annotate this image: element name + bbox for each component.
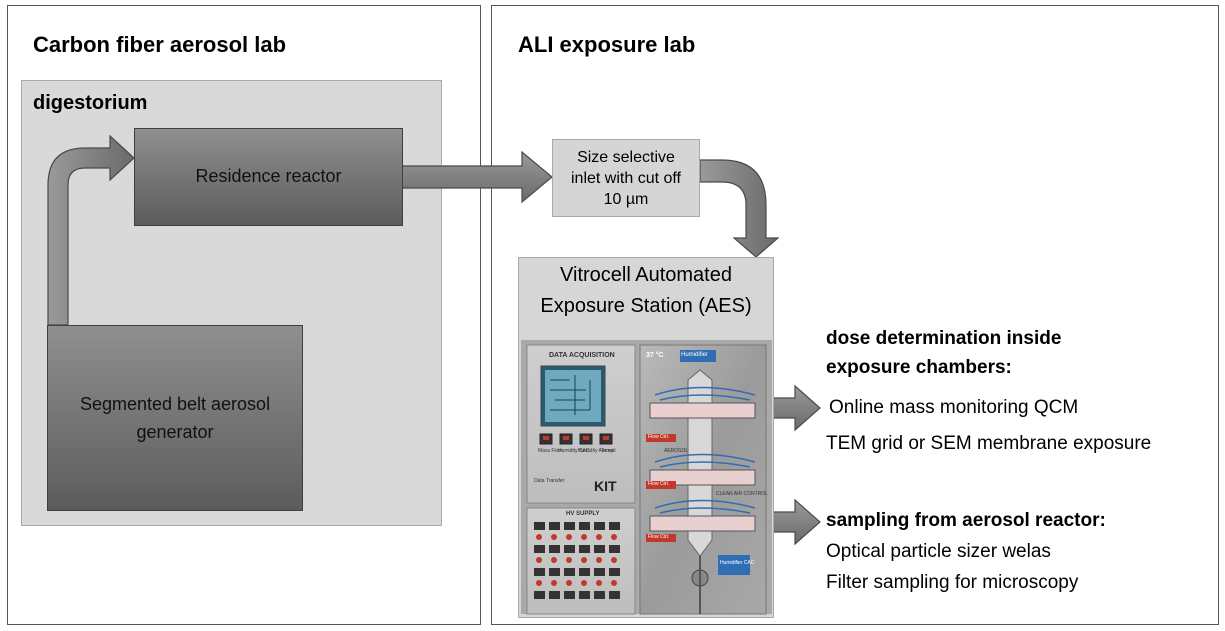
inlet-line1: Size selective (577, 148, 675, 166)
flow-ctrl-label-1: Flow Ctrl. (648, 434, 670, 440)
digestorium-title: digestorium (33, 92, 148, 114)
sampling-item-welas: Optical particle sizer welas (826, 541, 1051, 562)
data-acquisition-label: DATA ACQUISITION (549, 352, 615, 359)
inlet-line2: inlet with cut off (571, 169, 681, 187)
meter-label-mass-flow: Mass Flow (538, 448, 562, 454)
sampling-item-filter: Filter sampling for microscopy (826, 572, 1079, 593)
meter-label-temp: Temp. (601, 448, 615, 454)
temperature-label: 37 °C (646, 352, 664, 359)
sampling-heading: sampling from aerosol reactor: (826, 510, 1106, 531)
inlet-to-vitrocell-arrow (699, 159, 780, 258)
reactor-to-inlet-arrow (401, 150, 553, 204)
hv-supply-label: HV SUPPLY (566, 511, 600, 517)
residence-reactor-box: Residence reactor (134, 128, 403, 226)
dose-heading-line1: dose determination inside (826, 328, 1062, 349)
aerosol-label: AEROSOL (664, 448, 689, 454)
ali-exposure-lab-title: ALI exposure lab (518, 32, 696, 57)
humidifier-cac-label: Humidifier CAC (720, 560, 755, 566)
belt-generator-line1: Segmented belt aerosol (79, 394, 271, 414)
kit-logo: KIT (594, 478, 617, 494)
meter-label-humidity-cac: Humidity CAC (558, 448, 590, 454)
humidifier-label: Humidifier (681, 352, 709, 358)
clean-air-label: CLEAN AIR CONTROL (716, 491, 768, 497)
carbon-fiber-lab-title: Carbon fiber aerosol lab (33, 32, 287, 57)
residence-reactor-label: Residence reactor (195, 165, 342, 186)
data-transfer-label: Data Transfer (534, 478, 565, 484)
inlet-line3: 10 µm (603, 190, 649, 208)
flow-ctrl-label-3: Flow Ctrl. (648, 534, 670, 540)
dose-item-qcm: Online mass monitoring QCM (829, 397, 1079, 418)
dose-item-tem-sem: TEM grid or SEM membrane exposure (826, 433, 1152, 454)
flow-ctrl-label-2: Flow Ctrl. (648, 481, 670, 487)
meter-label-humidity-aerosol: Humidity Aerosol (578, 448, 616, 454)
belt-generator-box: Segmented belt aerosol generator (47, 325, 303, 511)
vitrocell-title-line1: Vitrocell Automated (560, 264, 732, 286)
belt-generator-line2: generator (136, 422, 214, 442)
vitrocell-title-line2: Exposure Station (AES) (540, 295, 752, 317)
generator-to-reactor-arrow (47, 134, 135, 326)
size-selective-inlet-box: Size selective inlet with cut off 10 µm (552, 139, 700, 217)
dose-heading-line2: exposure chambers: (826, 357, 1012, 378)
